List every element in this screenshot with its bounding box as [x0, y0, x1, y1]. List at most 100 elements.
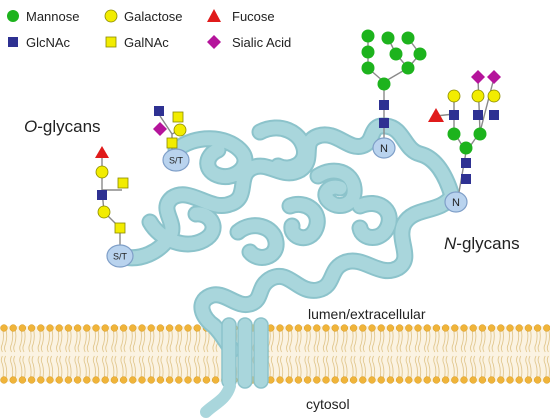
lipid-tail: [510, 355, 514, 381]
lipid-head: [138, 324, 146, 332]
lipid-head: [432, 376, 441, 384]
sialic-acid-icon: [207, 35, 221, 49]
lipid-tail: [313, 355, 317, 381]
lipid-head: [37, 376, 45, 384]
mannose-circle: [459, 141, 473, 155]
lipid-tail: [68, 327, 72, 353]
lipid-tail: [418, 327, 422, 353]
lipid-tail: [10, 355, 14, 381]
lipid-tail: [442, 327, 446, 353]
lipid-head: [55, 324, 63, 332]
lipid-tail: [460, 327, 464, 353]
lipid-head: [303, 376, 312, 384]
o-glycan-upper: [153, 106, 187, 149]
lipid-tail: [399, 327, 403, 353]
lipid-head: [524, 376, 533, 384]
lipid-head: [349, 376, 358, 384]
lipid-head: [193, 324, 201, 332]
lipid-tail: [295, 327, 299, 353]
lipid-tail: [286, 355, 290, 381]
lipid-tail: [433, 355, 437, 381]
lipid-tail: [408, 327, 412, 353]
galnac-icon: [105, 36, 117, 48]
site-label: N: [452, 197, 460, 209]
glcnac-square: [379, 118, 389, 128]
lipid-tail: [166, 355, 170, 381]
lipid-tail: [451, 327, 455, 353]
lipid-tail: [10, 327, 14, 353]
lipid-tail: [460, 355, 464, 381]
legend-item-galnac: GalNAc: [105, 35, 169, 50]
legend-label: GlcNAc: [26, 35, 71, 50]
sialic-acid-diamond: [153, 122, 167, 136]
lipid-tail: [111, 327, 115, 353]
lipid-tail: [313, 327, 317, 353]
lipid-tail: [212, 355, 216, 381]
galactose-circle: [471, 89, 485, 103]
fucose-icon: [207, 9, 221, 22]
n-attachment-site-2: N: [444, 191, 468, 213]
fucose-triangle: [428, 108, 444, 122]
mannose-circle: [381, 31, 395, 45]
lipid-head: [27, 376, 36, 384]
lipid-tail: [31, 355, 35, 381]
lipid-tail: [528, 327, 532, 353]
lipid-tail: [506, 327, 510, 353]
lipid-tail: [378, 327, 382, 353]
lipid-tail: [543, 327, 547, 353]
lipid-tail: [390, 327, 394, 353]
lipid-tail: [169, 355, 173, 381]
lipid-tail: [368, 355, 372, 381]
lipid-tail: [322, 327, 326, 353]
n-glycans-label: N-glycans: [444, 234, 520, 253]
lipid-head: [165, 324, 174, 332]
lipid-tail: [424, 355, 428, 381]
lipid-tail: [56, 355, 60, 381]
lipid-tail: [151, 355, 155, 381]
lipid-tail: [138, 355, 142, 381]
lipid-tail: [528, 355, 532, 381]
tm-helix: [253, 317, 269, 389]
lipid-head: [46, 324, 54, 332]
lipid-head: [460, 324, 468, 332]
lipid-tail: [28, 327, 32, 353]
lipid-tail: [341, 355, 345, 381]
lipid-tail: [451, 355, 455, 381]
lipid-head: [543, 324, 550, 332]
lipid-tail: [433, 327, 437, 353]
galactose-circle: [95, 165, 109, 179]
lipid-head: [92, 324, 100, 332]
lipid-tail: [491, 327, 495, 353]
lipid-tail: [203, 327, 207, 353]
lipid-tail: [157, 355, 161, 381]
lipid-tail: [74, 355, 78, 381]
lipid-head: [37, 324, 45, 332]
lipid-head: [294, 324, 303, 332]
lipid-tail: [298, 355, 302, 381]
lipid-tail: [286, 327, 290, 353]
lipid-tail: [28, 355, 32, 381]
lipid-tail: [537, 327, 541, 353]
lipid-head: [368, 324, 376, 332]
lipid-tail: [129, 355, 133, 381]
lipid-tail: [194, 355, 198, 381]
lipid-tail: [316, 327, 320, 353]
lipid-head: [506, 324, 514, 332]
lipid-tail: [13, 327, 17, 353]
lipid-tail: [59, 327, 63, 353]
lipid-tail: [519, 327, 523, 353]
lipid-tail: [40, 327, 44, 353]
lipid-tail: [280, 327, 284, 353]
lipid-tail: [414, 355, 418, 381]
legend-item-galactose: Galactose: [104, 9, 183, 24]
lipid-head: [276, 324, 284, 332]
lipid-head: [533, 324, 542, 332]
lipid-head: [414, 376, 422, 384]
lipid-head: [285, 324, 293, 332]
lipid-tail: [546, 327, 550, 353]
lipid-tail: [359, 327, 363, 353]
lipid-head: [0, 376, 8, 384]
galactose-icon: [104, 9, 118, 23]
lipid-tail: [169, 327, 173, 353]
lipid-tail: [298, 327, 302, 353]
